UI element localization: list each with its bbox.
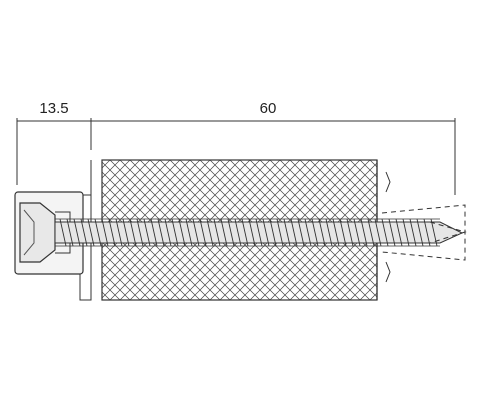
screw-shaft xyxy=(54,218,464,247)
dimension-head-length: 13.5 xyxy=(39,100,68,117)
expanded-anchor-outline xyxy=(381,204,467,261)
dimension-screw-length: 60 xyxy=(260,100,277,117)
screw-head xyxy=(14,191,84,275)
dimension-lines xyxy=(16,118,456,195)
